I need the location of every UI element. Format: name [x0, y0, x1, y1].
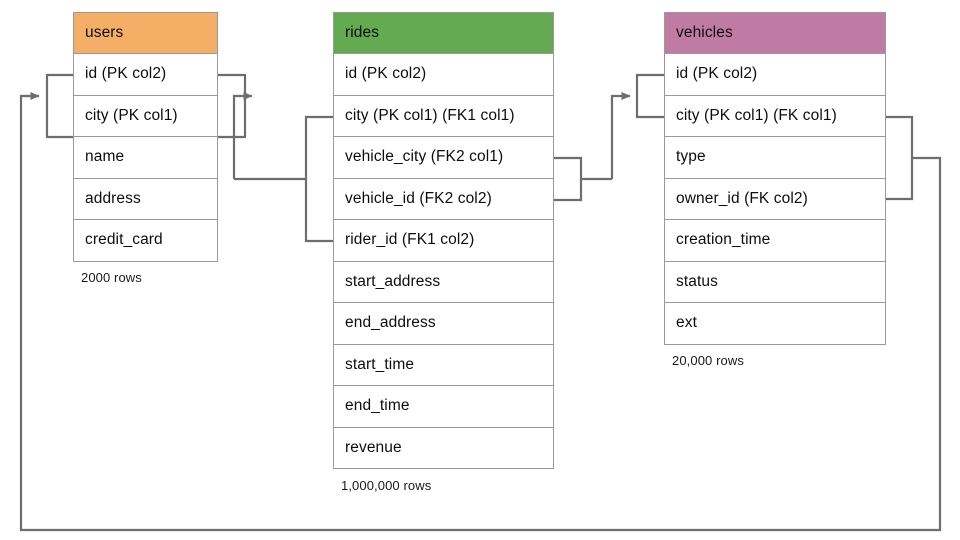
field-label: id (PK col2) — [345, 65, 427, 83]
field-label: status — [676, 272, 718, 290]
field-label: name — [85, 148, 125, 166]
field-rides-vehicle-id[interactable]: vehicle_id (FK2 col2) — [333, 178, 554, 220]
field-rides-start-time[interactable]: start_time — [333, 344, 554, 386]
connector-vehicles-to-users — [19, 92, 942, 532]
field-label: city (PK col1) (FK col1) — [676, 106, 837, 124]
entity-header-vehicles: vehicles — [664, 12, 886, 54]
field-label: vehicle_city (FK2 col1) — [345, 148, 504, 166]
field-label: creation_time — [676, 231, 771, 249]
field-vehicles-city[interactable]: city (PK col1) (FK col1) — [664, 95, 886, 137]
field-label: owner_id (FK col2) — [676, 189, 808, 207]
field-users-id[interactable]: id (PK col2) — [73, 54, 218, 96]
field-vehicles-status[interactable]: status — [664, 261, 886, 303]
row-count-caption-users: 2000 rows — [81, 270, 142, 285]
connector-rides-to-vehicles — [554, 73, 664, 202]
field-label: start_address — [345, 272, 441, 290]
field-label: revenue — [345, 438, 402, 456]
entity-header-rides: rides — [333, 12, 554, 54]
field-label: rider_id (FK1 col2) — [345, 231, 475, 249]
field-users-name[interactable]: name — [73, 137, 218, 179]
field-users-credit-card[interactable]: credit_card — [73, 220, 218, 262]
field-label: end_time — [345, 397, 410, 415]
field-vehicles-owner-id[interactable]: owner_id (FK col2) — [664, 178, 886, 220]
entity-header-users: users — [73, 12, 218, 54]
field-users-city[interactable]: city (PK col1) — [73, 95, 218, 137]
entity-table-users[interactable]: users id (PK col2) city (PK col1) name a… — [73, 12, 218, 262]
field-vehicles-ext[interactable]: ext — [664, 303, 886, 345]
entity-table-vehicles[interactable]: vehicles id (PK col2) city (PK col1) (FK… — [664, 12, 886, 345]
field-label: city (PK col1) (FK1 col1) — [345, 106, 515, 124]
users-left-key-bracket — [45, 73, 73, 139]
entity-title-rides: rides — [345, 24, 380, 41]
field-vehicles-id[interactable]: id (PK col2) — [664, 54, 886, 96]
entity-table-rides[interactable]: rides id (PK col2) city (PK col1) (FK1 c… — [333, 12, 554, 469]
row-count-caption-rides: 1,000,000 rows — [341, 478, 432, 493]
field-label: type — [676, 148, 706, 166]
field-rides-vehicle-city[interactable]: vehicle_city (FK2 col1) — [333, 137, 554, 179]
field-label: id (PK col2) — [85, 65, 167, 83]
entity-title-users: users — [85, 24, 124, 41]
field-label: end_address — [345, 314, 436, 332]
field-rides-rider-id[interactable]: rider_id (FK1 col2) — [333, 220, 554, 262]
field-label: id (PK col2) — [676, 65, 758, 83]
field-label: address — [85, 189, 141, 207]
field-rides-city[interactable]: city (PK col1) (FK1 col1) — [333, 95, 554, 137]
connector-rides-to-users — [218, 73, 333, 243]
field-label: vehicle_id (FK2 col2) — [345, 189, 492, 207]
field-rides-end-time[interactable]: end_time — [333, 386, 554, 428]
field-users-address[interactable]: address — [73, 178, 218, 220]
field-vehicles-creation-time[interactable]: creation_time — [664, 220, 886, 262]
field-rides-start-address[interactable]: start_address — [333, 261, 554, 303]
field-label: ext — [676, 314, 697, 332]
field-rides-id[interactable]: id (PK col2) — [333, 54, 554, 96]
field-label: city (PK col1) — [85, 106, 178, 124]
entity-title-vehicles: vehicles — [676, 24, 733, 41]
field-label: start_time — [345, 355, 415, 373]
field-vehicles-type[interactable]: type — [664, 137, 886, 179]
field-rides-revenue[interactable]: revenue — [333, 427, 554, 469]
row-count-caption-vehicles: 20,000 rows — [672, 353, 744, 368]
field-rides-end-address[interactable]: end_address — [333, 303, 554, 345]
field-label: credit_card — [85, 231, 163, 249]
